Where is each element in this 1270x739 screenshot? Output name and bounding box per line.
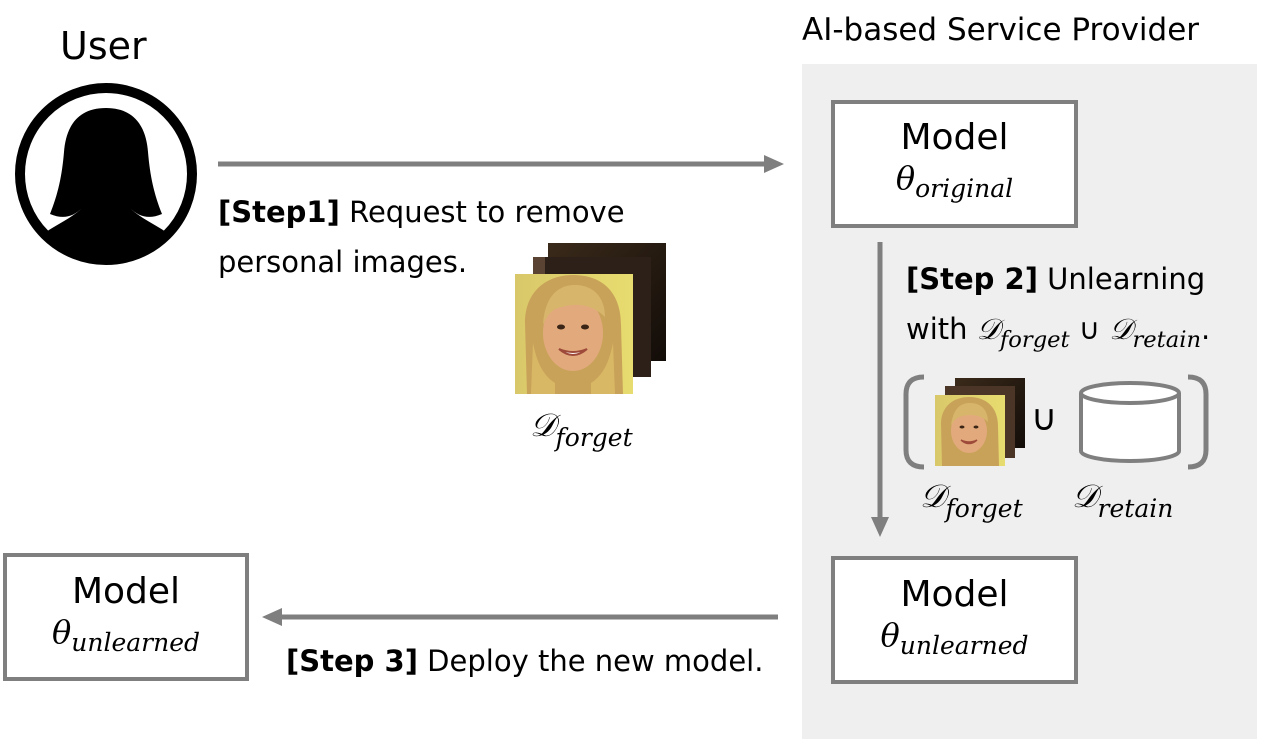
step2-line2-prefix: with — [906, 312, 977, 346]
set-forget-sub: forget — [945, 494, 1023, 523]
set-forget-label: 𝒟forget — [920, 477, 1023, 523]
database-icon — [1079, 381, 1181, 463]
right-bracket-icon — [1187, 374, 1209, 470]
left-bracket-icon — [903, 374, 925, 470]
user-forget-sub: forget — [555, 423, 633, 452]
step2-retain-sub: retain — [1132, 326, 1202, 353]
model-unlearned-provider-symbol: θ — [880, 616, 900, 654]
model-original-sub: original — [915, 174, 1014, 203]
step3-body: Deploy the new model. — [417, 644, 764, 678]
step2-retain-symbol: 𝒟 — [1109, 312, 1133, 346]
step1-arrow — [218, 155, 784, 173]
provider-title: AI-based Service Provider — [802, 12, 1200, 48]
step2-line1: Unlearning — [1037, 262, 1206, 296]
step3-text: [Step 3] Deploy the new model. — [286, 636, 763, 686]
model-unlearned-deployed-sub: unlearned — [71, 628, 200, 657]
model-original-box: Model θoriginal — [831, 100, 1078, 228]
model-unlearned-provider-sub: unlearned — [899, 631, 1029, 660]
user-forget-label: 𝒟forget — [530, 406, 633, 452]
set-retain-label: 𝒟retain — [1072, 477, 1173, 523]
step1-line2: personal images. — [218, 245, 468, 279]
model-original-title: Model — [900, 117, 1009, 158]
step2-union: ∪ — [1069, 312, 1110, 346]
model-original-param: θoriginal — [835, 158, 1074, 209]
step2-text: [Step 2] Unlearning with 𝒟forget ∪ 𝒟reta… — [906, 254, 1210, 365]
set-retain-sub: retain — [1097, 494, 1174, 523]
model-unlearned-deployed-symbol: θ — [51, 613, 72, 651]
model-unlearned-deployed-param: θunlearned — [7, 612, 245, 663]
step3-arrow — [262, 608, 778, 626]
model-unlearned-provider-box: Model θunlearned — [831, 556, 1078, 684]
step2-tag: [Step 2] — [906, 262, 1038, 296]
step1-line1: Request to remove — [339, 195, 625, 229]
model-original-symbol: θ — [895, 159, 916, 197]
user-face-image-stack-icon — [515, 243, 666, 394]
step1-tag: [Step1] — [218, 195, 340, 229]
model-unlearned-deployed-box: Model θunlearned — [3, 553, 249, 681]
model-unlearned-deployed-title: Model — [71, 571, 181, 612]
set-retain-symbol: 𝒟 — [1072, 477, 1098, 515]
step1-text: [Step1] Request to remove personal image… — [218, 187, 625, 287]
model-unlearned-provider-title: Model — [900, 574, 1009, 615]
user-icon — [15, 83, 197, 265]
set-face-image-stack-icon — [935, 378, 1025, 466]
step3-tag: [Step 3] — [286, 644, 418, 678]
set-forget-symbol: 𝒟 — [920, 477, 946, 515]
step2-line2-suffix: . — [1201, 312, 1211, 346]
step2-forget-symbol: 𝒟 — [976, 312, 1000, 346]
set-union: ∪ — [1031, 398, 1058, 439]
user-forget-symbol: 𝒟 — [530, 406, 556, 444]
step2-forget-sub: forget — [999, 326, 1070, 353]
step2-arrow — [871, 242, 889, 537]
model-unlearned-provider-param: θunlearned — [835, 615, 1074, 666]
user-label: User — [60, 24, 147, 68]
